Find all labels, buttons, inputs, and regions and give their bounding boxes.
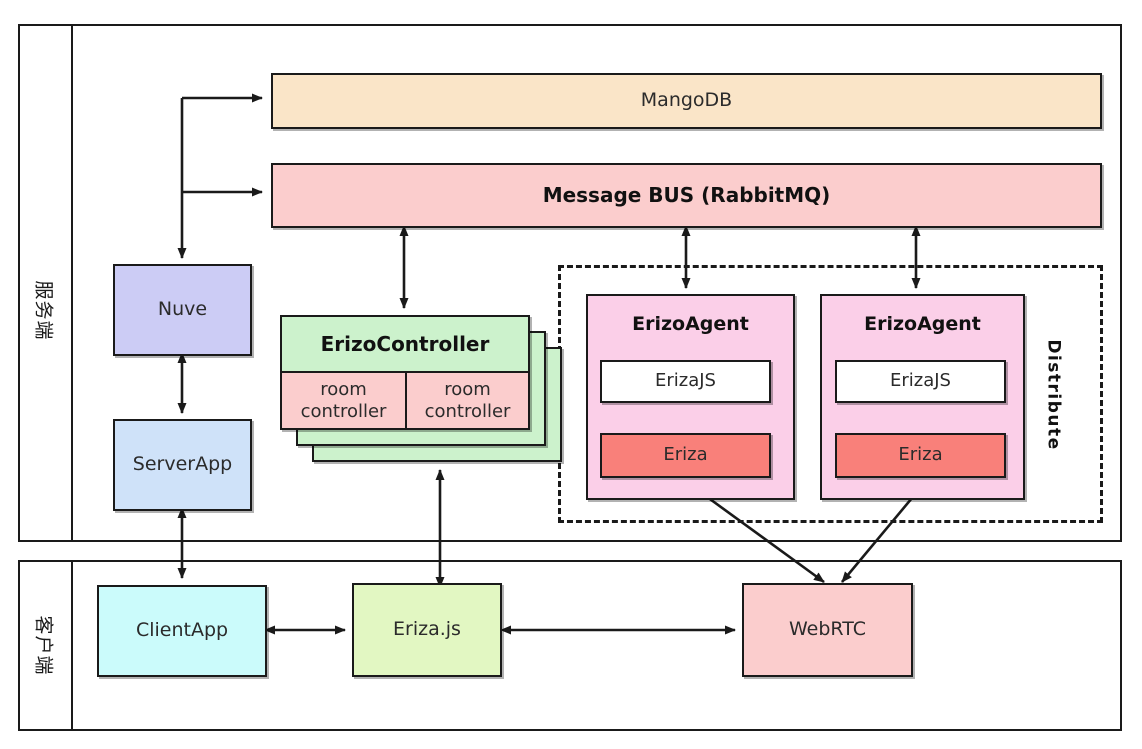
client-lane-label: 客户端 xyxy=(18,585,71,705)
node-mangodb-label: MangoDB xyxy=(640,89,733,112)
distribute-group-label-text: Distribute xyxy=(1044,339,1065,451)
node-eriza-2-label: Eriza xyxy=(898,444,943,466)
node-erizajs-1-label: ErizaJS xyxy=(655,370,716,392)
node-eriza-1-label: Eriza xyxy=(663,444,708,466)
node-serverapp[interactable]: ServerApp xyxy=(113,419,252,511)
node-room-controller-1-label: room controller xyxy=(300,378,387,422)
node-erizocontroller[interactable]: ErizoController room controller room con… xyxy=(280,315,530,430)
node-erizocontroller-title: ErizoController xyxy=(282,317,528,373)
node-erizoagent-2-title: ErizoAgent xyxy=(864,313,981,335)
node-erizajs-1[interactable]: ErizaJS xyxy=(600,360,771,403)
node-clientapp[interactable]: ClientApp xyxy=(97,585,267,677)
node-erizajs-2-label: ErizaJS xyxy=(890,370,951,392)
node-nuve[interactable]: Nuve xyxy=(113,264,252,356)
node-erizajs-2[interactable]: ErizaJS xyxy=(835,360,1006,403)
node-webrtc-label: WebRTC xyxy=(788,618,866,641)
node-erizoagent-1-title: ErizoAgent xyxy=(632,313,749,335)
node-webrtc[interactable]: WebRTC xyxy=(742,583,913,677)
node-room-controller-1[interactable]: room controller xyxy=(282,373,405,428)
client-lane-frame xyxy=(18,560,1122,731)
node-eriza-2[interactable]: Eriza xyxy=(835,433,1006,478)
node-erizajs-client[interactable]: Eriza.js xyxy=(352,583,502,677)
server-lane-divider xyxy=(71,24,73,542)
distribute-group-label: Distribute xyxy=(1019,339,1089,450)
node-message-bus-label: Message BUS (RabbitMQ) xyxy=(542,183,831,207)
node-eriza-1[interactable]: Eriza xyxy=(600,433,771,478)
node-erizajs-client-label: Eriza.js xyxy=(393,618,461,641)
server-lane-label: 服务端 xyxy=(18,250,71,370)
node-clientapp-label: ClientApp xyxy=(135,619,229,642)
node-mangodb[interactable]: MangoDB xyxy=(271,73,1102,129)
node-room-controller-2-label: room controller xyxy=(424,378,511,422)
node-message-bus[interactable]: Message BUS (RabbitMQ) xyxy=(271,163,1102,228)
client-lane-label-text: 客户端 xyxy=(32,614,55,676)
node-serverapp-label: ServerApp xyxy=(132,453,233,476)
client-lane-divider xyxy=(71,560,73,731)
room-controller-row: room controller room controller xyxy=(282,373,528,428)
server-lane-label-text: 服务端 xyxy=(32,279,55,341)
node-room-controller-2[interactable]: room controller xyxy=(405,373,528,428)
node-nuve-label: Nuve xyxy=(157,298,208,321)
server-lane-frame xyxy=(18,24,1122,542)
